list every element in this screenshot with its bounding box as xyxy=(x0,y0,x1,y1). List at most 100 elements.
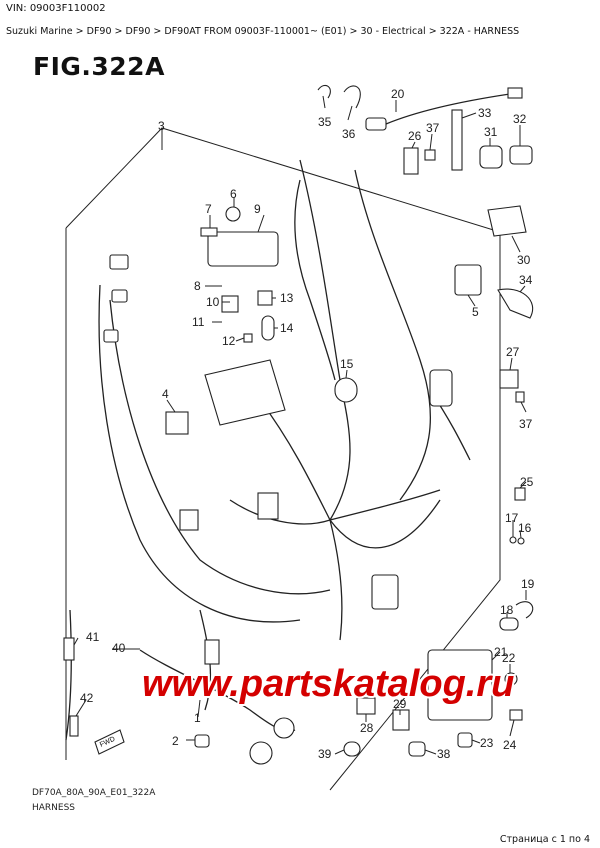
callout-13: 13 xyxy=(280,291,294,305)
callout-12: 12 xyxy=(222,334,236,348)
callout-25: 25 xyxy=(520,475,534,489)
callout-2: 2 xyxy=(172,734,179,748)
callout-26: 26 xyxy=(408,129,422,143)
nut-2 xyxy=(194,734,210,748)
callout-27: 27 xyxy=(506,345,520,359)
connector-part xyxy=(179,509,199,531)
clip-19 xyxy=(515,601,534,619)
callout-34: 34 xyxy=(519,273,533,287)
callout-35: 35 xyxy=(318,115,332,129)
relay-part xyxy=(221,295,239,313)
terminal-42 xyxy=(69,715,79,737)
clip-part xyxy=(200,227,218,237)
callout-7: 7 xyxy=(205,202,212,216)
callout-33: 33 xyxy=(478,106,492,120)
connector-part xyxy=(111,289,128,303)
nut-23 xyxy=(457,732,473,748)
callout-23: 23 xyxy=(480,736,494,750)
connector-part xyxy=(103,329,119,343)
cover-34 xyxy=(497,288,534,319)
washer-16 xyxy=(517,537,525,545)
bolt-37-top xyxy=(424,149,436,161)
connector-part xyxy=(109,254,129,270)
clamp-38 xyxy=(408,741,426,757)
callout-8: 8 xyxy=(194,279,201,293)
callout-40: 40 xyxy=(112,641,126,655)
callout-22: 22 xyxy=(502,651,516,665)
terminal-41 xyxy=(63,637,75,661)
callout-18: 18 xyxy=(500,603,514,617)
washer-17 xyxy=(509,536,517,544)
watermark: www.partskatalog.ru www.partskatalog.ru xyxy=(140,661,516,707)
callout-41: 41 xyxy=(86,630,100,644)
callout-labels: 1 2 3 4 5 6 7 8 9 10 11 12 13 14 15 16 1… xyxy=(80,87,535,761)
breadcrumb[interactable]: Suzuki Marine > DF90 > DF90 > DF90AT FRO… xyxy=(6,26,520,37)
drawing-code: DF70A_80A_90A_E01_322A xyxy=(32,788,156,798)
callout-37-top: 37 xyxy=(426,121,440,135)
bracket-30 xyxy=(487,205,527,237)
fuse-holder-21 xyxy=(427,649,493,721)
callout-11: 11 xyxy=(192,315,205,329)
vin-label: VIN: 09003F110002 xyxy=(6,3,106,14)
callout-36: 36 xyxy=(342,127,356,141)
cap-part xyxy=(273,717,295,739)
holder-29 xyxy=(392,709,410,731)
callout-30: 30 xyxy=(517,253,531,267)
grommet-22 xyxy=(504,672,518,686)
connector-large xyxy=(429,369,453,407)
relay-box-cover xyxy=(207,231,279,267)
callout-42: 42 xyxy=(80,691,94,705)
connector-20-end xyxy=(507,87,523,99)
leader-lines xyxy=(73,95,527,755)
figure-caption: HARNESS xyxy=(32,803,76,813)
harness-20 xyxy=(385,93,511,125)
bolt-25 xyxy=(514,487,526,501)
callout-29: 29 xyxy=(393,697,407,711)
cap-part-15 xyxy=(334,377,358,403)
grommet-part xyxy=(225,206,241,222)
relay-part-5 xyxy=(454,264,482,296)
connector-20 xyxy=(365,117,387,131)
relay-part xyxy=(257,290,273,306)
bolt-37 xyxy=(515,391,525,403)
callout-39: 39 xyxy=(318,747,332,761)
callout-19: 19 xyxy=(521,577,535,591)
callout-20: 20 xyxy=(391,87,405,101)
clip-18 xyxy=(499,617,519,631)
svg-text:www.partskatalog.ru: www.partskatalog.ru xyxy=(142,663,514,705)
callout-15: 15 xyxy=(340,357,354,371)
connector-part xyxy=(257,492,279,520)
callout-32: 32 xyxy=(513,112,527,126)
junction-box xyxy=(204,359,286,426)
connector-part xyxy=(204,639,220,665)
tie-33 xyxy=(451,109,463,171)
callout-24: 24 xyxy=(503,738,517,752)
clamp-32 xyxy=(509,145,533,165)
clip-36 xyxy=(343,85,361,109)
callout-38: 38 xyxy=(437,747,451,761)
sensor-part xyxy=(165,411,189,435)
callout-31: 31 xyxy=(484,125,498,139)
svg-text:www.partskatalog.ru: www.partskatalog.ru xyxy=(142,663,514,705)
screw-24 xyxy=(509,709,523,721)
fwd-arrow xyxy=(94,729,125,755)
bracket-26 xyxy=(403,147,419,175)
fuse-small xyxy=(243,333,253,343)
callout-10: 10 xyxy=(206,295,220,309)
clamp-31 xyxy=(479,145,503,169)
bracket-27 xyxy=(499,369,519,389)
figure-title: FIG.322A xyxy=(33,52,165,81)
callout-6: 6 xyxy=(230,187,237,201)
callout-1: 1 xyxy=(194,711,201,725)
cap-part xyxy=(249,741,273,765)
callout-17: 17 xyxy=(505,511,519,525)
callout-16: 16 xyxy=(518,521,532,535)
callout-28: 28 xyxy=(360,721,374,735)
callout-14: 14 xyxy=(280,321,294,335)
callout-21: 21 xyxy=(494,645,508,659)
parts: FWD xyxy=(63,84,534,765)
page-indicator: Страница с 1 по 4 xyxy=(499,834,590,845)
callout-4: 4 xyxy=(162,387,169,401)
callout-9: 9 xyxy=(254,202,261,216)
